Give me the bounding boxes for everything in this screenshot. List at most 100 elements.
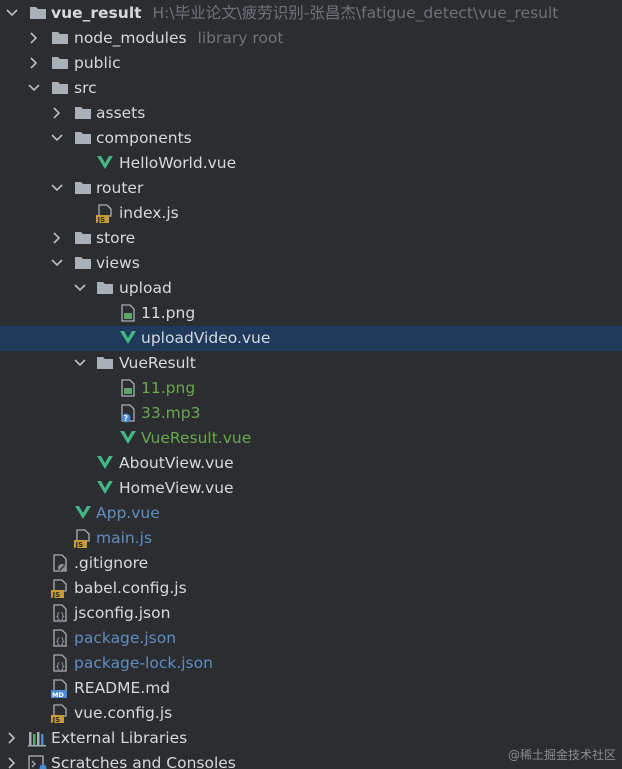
tree-label: VueResult.vue — [141, 429, 252, 447]
folder-icon — [74, 179, 92, 198]
tree-label: Scratches and Consoles — [51, 754, 236, 769]
tree-label: public — [74, 54, 121, 72]
chevron-down-icon[interactable] — [73, 351, 87, 376]
tree-row-upload-video[interactable]: uploadVideo.vue — [0, 326, 622, 351]
tree-label: vue.config.js — [74, 704, 173, 722]
tree-label: views — [96, 254, 140, 272]
tree-label: VueResult — [119, 354, 196, 372]
chevron-right-icon[interactable] — [5, 751, 19, 769]
tree-label: babel.config.js — [74, 579, 187, 597]
tree-label: package.json — [74, 629, 177, 647]
tree-row-helloworld[interactable]: HelloWorld.vue — [0, 151, 622, 176]
tree-row-package[interactable]: {} package.json — [0, 626, 622, 651]
chevron-down-icon[interactable] — [5, 1, 19, 26]
chevron-right-icon[interactable] — [27, 26, 41, 51]
unknown-file-icon: ? — [119, 404, 137, 423]
tree-row-router-index[interactable]: JS index.js — [0, 201, 622, 226]
tree-label: router — [96, 179, 144, 197]
vue-file-icon — [96, 154, 114, 173]
svg-text:{}: {} — [56, 662, 66, 671]
markdown-file-icon: MD — [51, 679, 69, 698]
js-file-icon: JS — [51, 704, 69, 723]
tree-row-mainjs[interactable]: JS main.js — [0, 526, 622, 551]
folder-icon — [74, 129, 92, 148]
library-root-hint: library root — [197, 29, 284, 47]
tree-row-node-modules[interactable]: node_modules library root — [0, 26, 622, 51]
tree-row-aboutview[interactable]: AboutView.vue — [0, 451, 622, 476]
image-file-icon — [119, 304, 137, 323]
tree-row-scratches[interactable]: Scratches and Consoles — [0, 751, 622, 769]
chevron-right-icon[interactable] — [50, 226, 64, 251]
tree-label: 11.png — [141, 379, 196, 397]
folder-icon — [96, 354, 114, 373]
tree-label: AboutView.vue — [119, 454, 234, 472]
tree-label: uploadVideo.vue — [141, 329, 271, 347]
chevron-down-icon[interactable] — [73, 276, 87, 301]
js-file-icon: JS — [51, 579, 69, 598]
tree-row-gitignore[interactable]: .gitignore — [0, 551, 622, 576]
tree-label: HelloWorld.vue — [119, 154, 237, 172]
tree-row-store[interactable]: store — [0, 226, 622, 251]
tree-row-jsconfig[interactable]: {} jsconfig.json — [0, 601, 622, 626]
tree-row-package-lock[interactable]: {} package-lock.json — [0, 651, 622, 676]
folder-icon — [74, 254, 92, 273]
chevron-down-icon[interactable] — [50, 126, 64, 151]
svg-text:{}: {} — [56, 637, 66, 646]
folder-icon — [96, 279, 114, 298]
vue-file-icon — [119, 429, 137, 448]
svg-text:JS: JS — [52, 591, 61, 598]
tree-row-homeview[interactable]: HomeView.vue — [0, 476, 622, 501]
tree-row-upload-png[interactable]: 11.png — [0, 301, 622, 326]
tree-row-vueconfig[interactable]: JS vue.config.js — [0, 701, 622, 726]
tree-row-external-libraries[interactable]: External Libraries — [0, 726, 622, 751]
tree-row-upload[interactable]: upload — [0, 276, 622, 301]
tree-label: HomeView.vue — [119, 479, 234, 497]
json-file-icon: {} — [51, 604, 69, 623]
tree-row-src[interactable]: src — [0, 76, 622, 101]
tree-label: store — [96, 229, 136, 247]
tree-row-vueresult-png[interactable]: 11.png — [0, 376, 622, 401]
tree-row-views[interactable]: views — [0, 251, 622, 276]
svg-text:MD: MD — [52, 691, 64, 698]
js-file-icon: JS — [96, 204, 114, 223]
chevron-right-icon[interactable] — [27, 51, 41, 76]
svg-text:JS: JS — [97, 216, 106, 223]
svg-text:JS: JS — [52, 716, 61, 723]
tree-label: index.js — [119, 204, 179, 222]
watermark: @稀土掘金技术社区 — [507, 748, 616, 762]
tree-row-vueresult-vue[interactable]: VueResult.vue — [0, 426, 622, 451]
tree-row-public[interactable]: public — [0, 51, 622, 76]
json-file-icon: {} — [51, 629, 69, 648]
tree-row-router[interactable]: router — [0, 176, 622, 201]
tree-row-assets[interactable]: assets — [0, 101, 622, 126]
tree-row-root[interactable]: vue_result H:\毕业论文\疲劳识别-张昌杰\fatigue_dete… — [0, 1, 622, 26]
folder-icon — [74, 104, 92, 123]
root-project-name: vue_result — [51, 4, 142, 22]
tree-row-vueresult[interactable]: VueResult — [0, 351, 622, 376]
root-project-path: H:\毕业论文\疲劳识别-张昌杰\fatigue_detect\vue_resu… — [152, 4, 559, 22]
tree-row-components[interactable]: components — [0, 126, 622, 151]
folder-icon — [74, 229, 92, 248]
tree-label: upload — [119, 279, 172, 297]
svg-text:?: ? — [124, 414, 128, 423]
tree-row-babel[interactable]: JS babel.config.js — [0, 576, 622, 601]
tree-row-readme[interactable]: MD README.md — [0, 676, 622, 701]
chevron-down-icon[interactable] — [50, 251, 64, 276]
chevron-right-icon[interactable] — [50, 101, 64, 126]
tree-label: 33.mp3 — [141, 404, 201, 422]
chevron-down-icon[interactable] — [50, 176, 64, 201]
tree-label: package-lock.json — [74, 654, 213, 672]
chevron-down-icon[interactable] — [27, 76, 41, 101]
tree-label: assets — [96, 104, 146, 122]
tree-row-vueresult-mp3[interactable]: ? 33.mp3 — [0, 401, 622, 426]
folder-icon — [51, 79, 69, 98]
scratches-icon — [28, 754, 47, 769]
chevron-right-icon[interactable] — [5, 726, 19, 751]
tree-label: components — [96, 129, 192, 147]
image-file-icon — [119, 379, 137, 398]
tree-label: App.vue — [96, 504, 160, 522]
vue-file-icon — [96, 479, 114, 498]
tree-row-appvue[interactable]: App.vue — [0, 501, 622, 526]
tree-label: README.md — [74, 679, 171, 697]
